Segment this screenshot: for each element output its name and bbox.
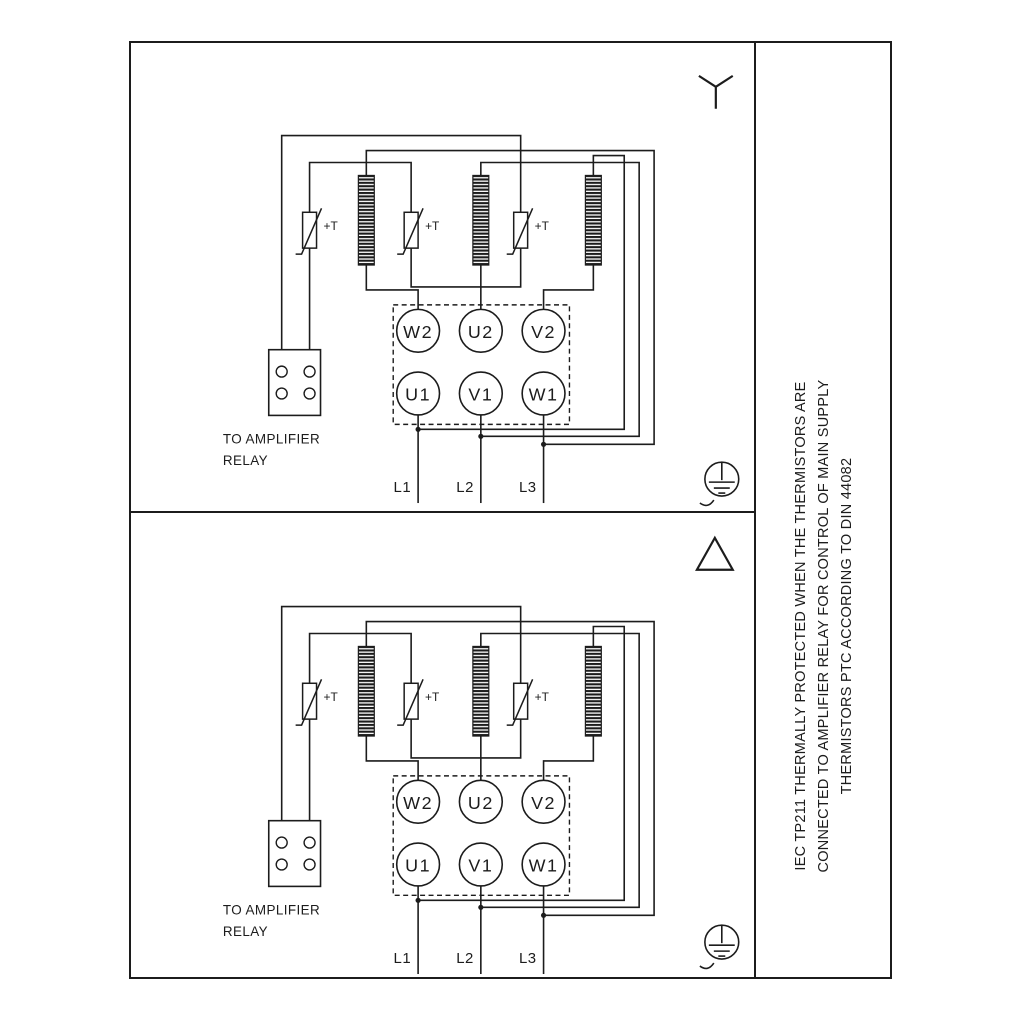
- amplifier-relay-connector: [267, 819, 322, 888]
- terminal-board-outline: [392, 775, 571, 897]
- terminal-v1-label: V1: [468, 384, 493, 404]
- wire-relay-to-thermistor3: [280, 605, 522, 821]
- terminal-u1: [395, 371, 441, 416]
- thermistor-1: +T: [295, 207, 339, 255]
- terminal-v2: [521, 779, 566, 824]
- thermistor-label: +T: [425, 219, 440, 233]
- earth-ground-icon: [699, 924, 740, 970]
- terminal-u1: [395, 842, 441, 887]
- motor-windings: [357, 174, 602, 266]
- supply-l2-label: L2: [456, 950, 474, 967]
- terminal-w1-label: W1: [529, 384, 559, 404]
- supply-l3-label: L3: [519, 950, 537, 967]
- wire-relay-to-thermistor3: [280, 134, 522, 350]
- terminals: W2 U2 V2 U1 V1 W1: [395, 308, 566, 416]
- terminal-w1: [521, 371, 566, 416]
- wire-coil1-return: [365, 620, 655, 917]
- terminal-v2-label: V2: [531, 793, 556, 813]
- relay-caption-line2: RELAY: [223, 453, 268, 468]
- terminal-u2-label: U2: [468, 322, 494, 342]
- junction-dots: [415, 426, 547, 447]
- supply-l1-label: L1: [394, 479, 412, 496]
- amplifier-relay-connector: [267, 348, 322, 417]
- winding-coil-2: [472, 645, 490, 737]
- winding-coil-3: [584, 645, 602, 737]
- delta-icon: [695, 535, 735, 571]
- star-icon: [698, 74, 734, 109]
- thermistors: +T +T +T: [295, 678, 550, 726]
- terminal-v2-label: V2: [531, 322, 556, 342]
- terminal-u2-label: U2: [468, 793, 494, 813]
- wire-coil1-to-w2: [365, 265, 419, 310]
- junction-dots: [415, 897, 547, 918]
- earth-ground-icon: [699, 461, 740, 507]
- terminal-w1-label: W1: [529, 855, 559, 875]
- wire-thermistor2-to-thermistor3: [410, 248, 522, 288]
- terminal-u2: [458, 308, 504, 353]
- wire-coil3-return: [418, 625, 626, 902]
- terminal-v2: [521, 308, 566, 353]
- side-note-text: IEC TP211 THERMALLY PROTECTED WHEN THE T…: [757, 43, 891, 977]
- terminal-w2-label: W2: [403, 322, 433, 342]
- terminal-w1: [521, 842, 566, 887]
- thermistor-label: +T: [425, 690, 440, 704]
- wiring: [280, 605, 655, 975]
- side-note-line-2: CONNECTED TO AMPLIFIER RELAY FOR CONTROL…: [815, 379, 832, 873]
- terminal-u2: [458, 779, 504, 824]
- terminal-w2-label: W2: [403, 793, 433, 813]
- winding-coil-1: [357, 174, 375, 266]
- wire-coil1-return: [365, 149, 655, 446]
- wire-coil2-return: [480, 632, 640, 909]
- terminal-v1: [458, 371, 504, 416]
- diagram-frame: [129, 41, 892, 979]
- terminal-board-outline: [392, 304, 571, 426]
- wiring: [280, 134, 655, 504]
- terminal-w2: [395, 779, 441, 824]
- side-note-divider: [754, 41, 756, 979]
- wire-coil3-return: [418, 154, 626, 431]
- side-note-line-3: THERMISTORS PTC ACCORDING TO DIN 44082: [838, 457, 855, 795]
- winding-coil-1: [357, 645, 375, 737]
- thermistor-3: +T: [506, 207, 550, 255]
- panel-divider: [129, 511, 756, 513]
- relay-caption-line1: TO AMPLIFIER: [223, 902, 320, 917]
- terminal-u1-label: U1: [405, 384, 431, 404]
- thermistor-label: +T: [324, 690, 339, 704]
- delta-connection-panel: +T +T +T W2 U2 V2 U1 V1: [223, 535, 740, 975]
- supply-l3-label: L3: [519, 479, 537, 496]
- wire-coil1-to-w2: [365, 736, 419, 781]
- thermistor-3: +T: [506, 678, 550, 726]
- terminal-w2: [395, 308, 441, 353]
- wire-thermistor2-to-thermistor3: [410, 719, 522, 759]
- star-connection-panel: +T +T +T W2 U2 V2 U1 V1: [223, 74, 740, 507]
- thermistor-2: +T: [397, 678, 440, 726]
- thermistor-1: +T: [295, 678, 339, 726]
- thermistor-label: +T: [535, 690, 550, 704]
- wire-thermistor1-to-thermistor2: [308, 632, 412, 684]
- wire-thermistor1-to-thermistor2: [308, 161, 412, 213]
- thermistor-2: +T: [397, 207, 440, 255]
- side-note: IEC TP211 THERMALLY PROTECTED WHEN THE T…: [757, 43, 891, 977]
- thermistor-label: +T: [535, 219, 550, 233]
- thermistor-label: +T: [324, 219, 339, 233]
- wire-coil3-to-v2: [542, 736, 595, 781]
- supply-l1-label: L1: [394, 950, 412, 967]
- terminals: W2 U2 V2 U1 V1 W1: [395, 779, 566, 887]
- winding-coil-3: [584, 174, 602, 266]
- terminal-u1-label: U1: [405, 855, 431, 875]
- side-note-line-1: IEC TP211 THERMALLY PROTECTED WHEN THE T…: [792, 381, 809, 871]
- motor-windings: [357, 645, 602, 737]
- terminal-v1-label: V1: [468, 855, 493, 875]
- thermistors: +T +T +T: [295, 207, 550, 255]
- relay-caption-line2: RELAY: [223, 924, 268, 939]
- wire-coil2-return: [480, 161, 640, 438]
- terminal-v1: [458, 842, 504, 887]
- supply-l2-label: L2: [456, 479, 474, 496]
- relay-caption-line1: TO AMPLIFIER: [223, 431, 320, 446]
- wire-coil3-to-v2: [542, 265, 595, 310]
- winding-coil-2: [472, 174, 490, 266]
